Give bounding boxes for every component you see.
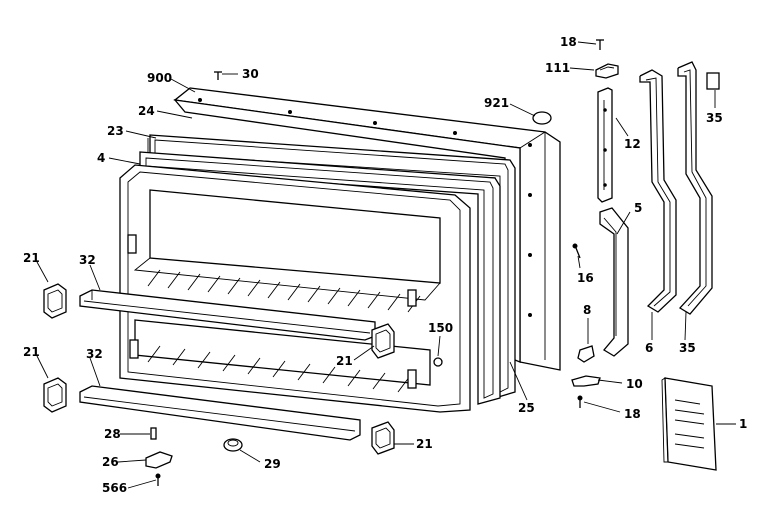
callout-18-bottom: 18 <box>624 407 641 421</box>
callout-921: 921 <box>484 96 509 110</box>
screw-16 <box>572 243 581 259</box>
callout-35-top: 35 <box>706 111 723 125</box>
lower-shelf-bar <box>79 385 361 441</box>
callout-28: 28 <box>104 427 121 441</box>
callout-30: 30 <box>242 67 259 81</box>
callout-21-mid: 21 <box>336 354 353 368</box>
outer-door-panel <box>173 87 561 371</box>
handle-mount-12 <box>597 87 613 203</box>
callout-900: 900 <box>147 71 172 85</box>
callout-labels: 18 111 900 30 921 35 24 12 23 4 5 21 32 … <box>23 35 747 495</box>
owners-manual-1 <box>661 377 717 471</box>
callout-10: 10 <box>626 377 643 391</box>
hinge-bracket-111 <box>595 63 619 79</box>
callout-150: 150 <box>428 321 453 335</box>
screw-30 <box>214 71 222 80</box>
callout-111: 111 <box>545 61 570 75</box>
callout-4: 4 <box>97 151 105 165</box>
trim-cap-35 <box>706 72 720 90</box>
plug-921 <box>532 111 552 125</box>
callout-24: 24 <box>138 104 155 118</box>
callout-35-bottom: 35 <box>679 341 696 355</box>
screw-18-bottom <box>577 395 583 408</box>
callout-16: 16 <box>577 271 594 285</box>
leader-lines <box>36 41 736 489</box>
screw-18-top <box>596 39 604 50</box>
callout-6: 6 <box>645 341 653 355</box>
callout-29: 29 <box>264 457 281 471</box>
shelf-end-cap-upper-right <box>371 323 395 359</box>
shelf-end-cap-lower-left <box>43 377 67 413</box>
hinge-8 <box>577 345 595 363</box>
callout-21-lower-left: 21 <box>23 345 40 359</box>
foot-29 <box>223 438 243 452</box>
callout-26: 26 <box>102 455 119 469</box>
handle-6 <box>639 69 677 313</box>
plug-150 <box>433 357 443 367</box>
callout-32-upper: 32 <box>79 253 96 267</box>
hinge-26 <box>145 451 173 469</box>
shelf-end-cap-upper-left <box>43 283 67 319</box>
callout-18-top: 18 <box>560 35 577 49</box>
callout-8: 8 <box>583 303 591 317</box>
screw-566 <box>155 473 161 486</box>
shelf-end-cap-lower-right <box>371 421 395 455</box>
callout-5: 5 <box>634 201 642 215</box>
callout-12: 12 <box>624 137 641 151</box>
callout-25: 25 <box>518 401 535 415</box>
spacer-28 <box>150 427 157 440</box>
callout-21-upper-left: 21 <box>23 251 40 265</box>
callout-32-lower: 32 <box>86 347 103 361</box>
callout-1: 1 <box>739 417 747 431</box>
handle-bracket-5 <box>599 207 629 357</box>
callout-566: 566 <box>102 481 127 495</box>
door-liner <box>119 164 471 413</box>
callout-23: 23 <box>107 124 124 138</box>
hinge-pin-10 <box>571 375 601 387</box>
handle-35 <box>677 61 713 315</box>
callout-21-lower-right: 21 <box>416 437 433 451</box>
